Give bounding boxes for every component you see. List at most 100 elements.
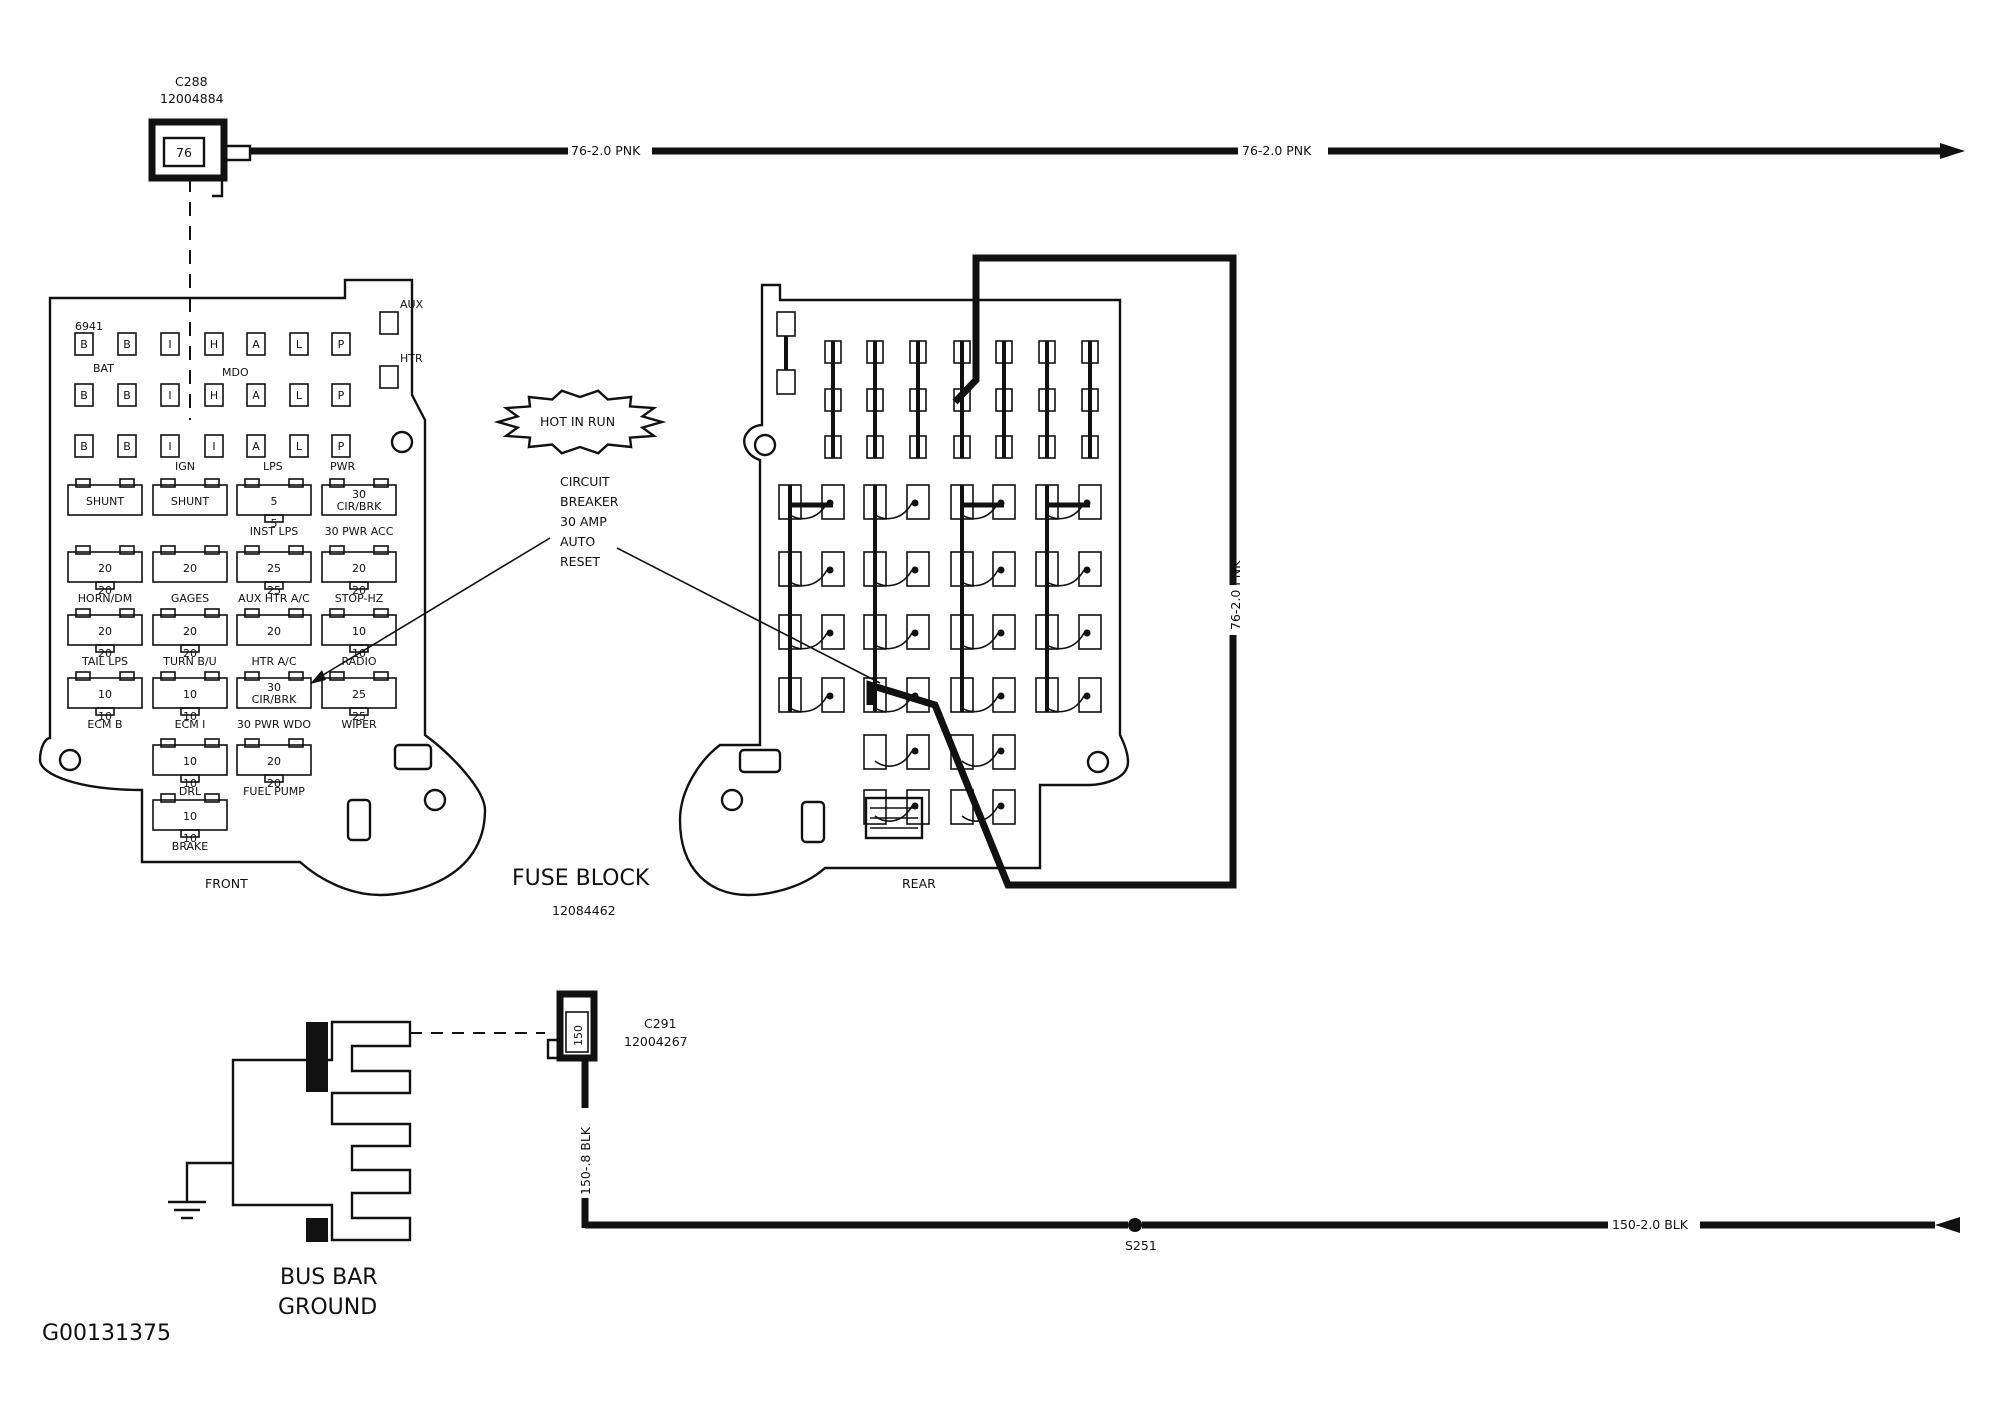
- wire-right-vertical-label: 76-2.0 PNK: [1228, 560, 1243, 630]
- fuse-value: 20: [267, 625, 281, 638]
- c288-terminal: [212, 144, 252, 198]
- bus-terminal-letter: A: [252, 338, 260, 351]
- fuse: SHUNT: [67, 478, 143, 516]
- bus-terminal: P: [331, 332, 351, 356]
- starburst-icon: [493, 389, 667, 455]
- bus-bar-insulator-bottom: [306, 1218, 328, 1242]
- bus-terminal-letter: H: [210, 338, 218, 351]
- fuse-value-sub: CIR/BRK: [252, 693, 297, 706]
- fuse-label: INST LPS: [250, 525, 298, 538]
- fuse-under-value: 25: [352, 710, 366, 723]
- fuse: SHUNT: [152, 478, 228, 516]
- fuse-value: 25: [352, 688, 366, 701]
- rear-lower-cavity: [863, 789, 930, 825]
- wire-c291-label: 150-.8 BLK: [578, 1126, 593, 1195]
- bus-terminal-letter: I: [168, 338, 171, 351]
- fuse-value: 20: [352, 562, 366, 575]
- rear-mount-hole-bottom: [720, 788, 744, 812]
- fuse-under-value: 20: [267, 777, 281, 790]
- rear-grille-socket: [864, 796, 924, 840]
- fuse-label: 30 PWR WDO: [237, 718, 311, 731]
- fuse-block-heading: FUSE BLOCK: [512, 866, 650, 891]
- rear-fuse-cavity: [950, 677, 1016, 713]
- rear-fuse-block: REAR: [678, 283, 1130, 897]
- front-block-id: 6941: [75, 320, 103, 333]
- fuse-value: 30: [352, 488, 366, 501]
- bus-terminal: P: [331, 434, 351, 458]
- fuse-value: 10: [183, 688, 197, 701]
- rear-mount-hole-right: [1086, 750, 1110, 774]
- bus-terminal-letter: A: [252, 440, 260, 453]
- c291-housing: [556, 990, 598, 1062]
- bus-terminal-letter: B: [80, 338, 88, 351]
- fuse-under-value: 20: [183, 647, 197, 660]
- hot-in-run-text: HOT IN RUN: [540, 414, 615, 429]
- bus-terminal-letter: L: [296, 440, 303, 453]
- bus-label-ign: IGN: [175, 460, 195, 473]
- fuse-under-value: 10: [183, 710, 197, 723]
- wire-loop-lower: [866, 635, 1237, 889]
- fuse-label: BRAKE: [172, 840, 208, 853]
- wire-76-pnk-top: 76-2.0 PNK 76-2.0 PNK: [250, 143, 1965, 159]
- bus-terminal: I: [160, 434, 180, 458]
- fuse-value: 10: [183, 755, 197, 768]
- aux-htr-socket-bottom: [379, 365, 399, 389]
- fuse-value: 25: [267, 562, 281, 575]
- fuse-under-value: 20: [352, 584, 366, 597]
- bus-terminal: L: [289, 332, 309, 356]
- bus-terminal: I: [204, 434, 224, 458]
- wire-76-pnk-loop: 76-2.0 PNK: [866, 254, 1243, 889]
- rear-side-socket-top: [776, 311, 796, 337]
- bus-bar-label-line2: GROUND: [278, 1295, 377, 1320]
- wire-150-blk: 150-.8 BLK 150-2.0 BLK S251: [578, 1058, 1960, 1253]
- fuse-value: 20: [98, 625, 112, 638]
- fuse-label: GAGES: [171, 592, 209, 605]
- bus-terminal-letter: B: [123, 440, 131, 453]
- splice-s251-icon: [1128, 1218, 1142, 1232]
- arrow-right-icon: [1940, 143, 1965, 159]
- front-block-outline: [38, 278, 487, 897]
- wire-top-label-left: 76-2.0 PNK: [571, 143, 641, 158]
- bus-terminal: I: [160, 332, 180, 356]
- bus-terminal: B: [117, 332, 137, 356]
- rear-lower-cavity: [863, 734, 930, 770]
- front-mount-hole-bottom: [423, 788, 447, 812]
- callout-pointer-front: [317, 537, 551, 679]
- fuse-value: SHUNT: [86, 495, 125, 508]
- fuse-value: 10: [98, 688, 112, 701]
- fuse-value: SHUNT: [171, 495, 210, 508]
- bus-terminal-letter: I: [212, 440, 215, 453]
- figure-id: G00131375: [42, 1321, 171, 1346]
- bus-terminal: A: [246, 434, 266, 458]
- fuse-under-value: 5: [271, 517, 278, 530]
- bus-terminal: H: [204, 383, 224, 407]
- side-label-aux: AUX: [400, 298, 424, 311]
- c288-cavity: [162, 136, 206, 168]
- bus-terminal: A: [246, 332, 266, 356]
- bus-terminal-letter: B: [123, 389, 131, 402]
- callout-pointer-rear: [616, 547, 881, 684]
- hot-in-run-badge: HOT IN RUN: [493, 389, 667, 455]
- c291-id: C291: [644, 1016, 677, 1031]
- fuse-under-value: 10: [183, 777, 197, 790]
- fuse-label: AUX HTR A/C: [238, 592, 310, 605]
- callout-line-5: RESET: [560, 554, 600, 569]
- bus-terminal: B: [117, 383, 137, 407]
- fuse-under-value: 25: [267, 584, 281, 597]
- rear-side-socket-bottom: [776, 369, 796, 395]
- bus-terminal: L: [289, 434, 309, 458]
- fuse-label: HORN/DM: [78, 592, 132, 605]
- front-block-label: FRONT: [205, 876, 248, 891]
- bus-terminal-letter: P: [338, 389, 345, 402]
